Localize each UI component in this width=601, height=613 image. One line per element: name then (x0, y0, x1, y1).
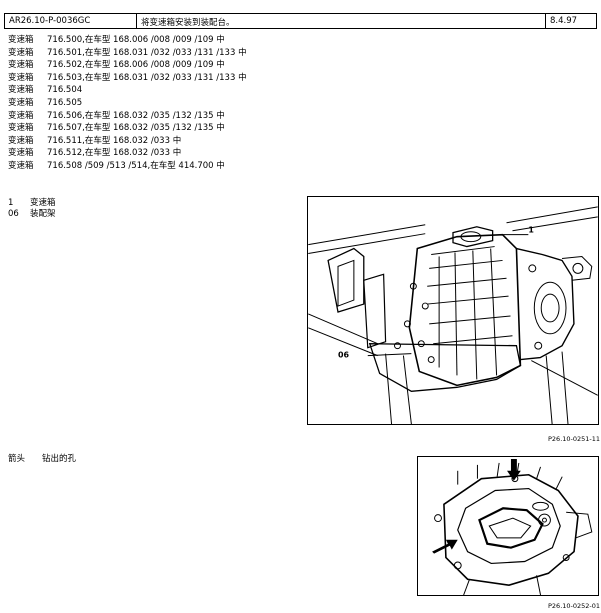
applicability-text: 716.506,在车型 168.032 /035 /132 /135 中 (47, 110, 225, 121)
applicability-label: 变速箱 (8, 72, 34, 83)
figure2-caption: P26.10-0252-01 (548, 602, 601, 610)
applicability-text: 716.500,在车型 168.006 /008 /009 /109 中 (47, 35, 225, 45)
document-code: AR26.10-P-0036GC (5, 14, 137, 28)
legend-item: 1 变速箱 (8, 198, 56, 209)
legend-text: 变速箱 (30, 198, 56, 208)
applicability-text: 716.507,在车型 168.032 /035 /132 /135 中 (47, 123, 225, 134)
applicability-row: 变速箱 716.503,在车型 168.031 /032 /033 /131 /1… (8, 72, 247, 85)
applicability-label: 变速箱 (8, 123, 34, 134)
applicability-row: 变速箱 716.511,在车型 168.032 /033 中 (8, 135, 247, 148)
arrow-icons (432, 458, 521, 554)
applicability-text: 716.504 (47, 85, 83, 96)
applicability-text: 716.503,在车型 168.031 /032 /033 /131 /133 … (47, 72, 247, 83)
applicability-row: 变速箱 716.500,在车型 168.006 /008 /009 /109 中 (8, 34, 247, 47)
applicability-row: 变速箱 716.501,在车型 168.031 /032 /033 /131 /1… (8, 47, 247, 60)
applicability-label: 变速箱 (8, 85, 34, 96)
applicability-label: 变速箱 (8, 135, 34, 146)
callout-1: 1 (528, 226, 534, 235)
applicability-text: 716.502,在车型 168.006 /008 /009 /109 中 (47, 60, 225, 71)
applicability-label: 变速箱 (8, 110, 34, 121)
callout-06: 06 (338, 351, 350, 360)
figure-legend: 1 变速箱 06 装配架 (8, 198, 56, 220)
applicability-label: 变速箱 (8, 60, 34, 71)
legend-text: 装配架 (30, 209, 56, 219)
arrow-down-icon (507, 458, 521, 481)
applicability-label: 变速箱 (8, 35, 34, 45)
arrow-note-label: 箭头 (8, 454, 26, 464)
legend-item: 06 装配架 (8, 209, 56, 220)
applicability-row: 变速箱 716.512,在车型 168.032 /033 中 (8, 147, 247, 160)
applicability-label: 变速箱 (8, 160, 34, 171)
drilled-holes-drawing (432, 458, 593, 595)
applicability-label: 变速箱 (8, 148, 34, 159)
applicability-row: 变速箱 716.502,在车型 168.006 /008 /009 /109 中 (8, 59, 247, 72)
applicability-row: 变速箱 716.504 (8, 84, 247, 97)
applicability-row: 变速箱 716.507,在车型 168.032 /035 /132 /135 中 (8, 122, 247, 135)
applicability-label: 变速箱 (8, 47, 34, 58)
arrow-note: 箭头 钻出的孔 (8, 452, 76, 464)
applicability-row: 变速箱 716.505 (8, 97, 247, 110)
figure-transmission-on-stand: 1 06 (307, 196, 599, 425)
legend-number: 06 (8, 209, 19, 219)
applicability-text: 716.508 /509 /513 /514,在车型 414.700 中 (47, 160, 225, 171)
applicability-row: 变速箱 716.506,在车型 168.032 /035 /132 /135 中 (8, 110, 247, 123)
figure-drilled-holes (417, 456, 599, 596)
document-date: 8.4.97 (550, 16, 578, 26)
document-header: AR26.10-P-0036GC 将变速箱安装到装配台。 8.4.97 (4, 13, 597, 29)
applicability-label: 变速箱 (8, 97, 34, 108)
applicability-text: 716.505 (47, 97, 83, 108)
applicability-row: 变速箱 716.508 /509 /513 /514,在车型 414.700 中 (8, 160, 247, 173)
figure1-caption: P26.10-0251-11 (548, 435, 601, 443)
arrow-up-right-icon (432, 539, 458, 554)
applicability-text: 716.501,在车型 168.031 /032 /033 /131 /133 … (47, 47, 247, 58)
applicability-text: 716.512,在车型 168.032 /033 中 (47, 148, 182, 159)
legend-number: 1 (8, 198, 14, 208)
applicability-text: 716.511,在车型 168.032 /033 中 (47, 135, 182, 146)
arrow-note-text: 钻出的孔 (42, 454, 77, 464)
document-title: 将变速箱安装到装配台。 (137, 14, 546, 28)
transmission-stand-drawing: 1 06 (308, 206, 598, 424)
